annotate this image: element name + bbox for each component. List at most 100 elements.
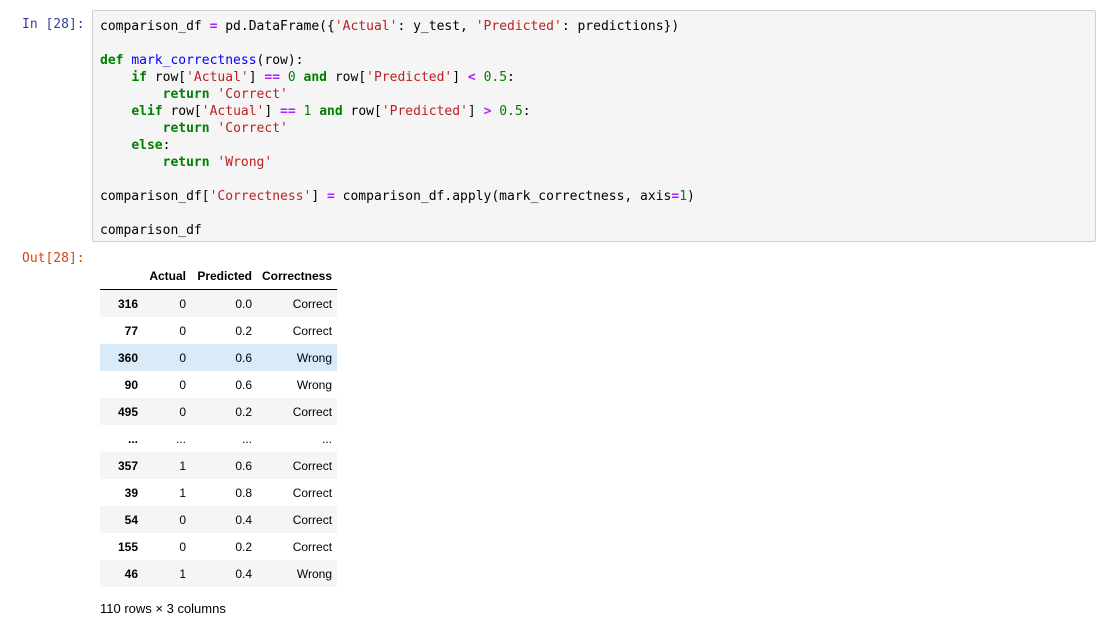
column-header-correctness: Correctness <box>257 262 338 290</box>
code-line: elif row['Actual'] == 1 and row['Predict… <box>100 103 1088 120</box>
table-cell: 0.6 <box>235 377 252 392</box>
table-cell: 0.2 <box>235 323 252 338</box>
code-token: else <box>131 138 163 153</box>
table-cell: 0 <box>179 404 186 419</box>
code-token <box>296 70 304 85</box>
code-token <box>100 104 131 119</box>
row-index: ... <box>127 431 138 446</box>
table-cell: 0.2 <box>235 404 252 419</box>
table-row: 46 1 0.4 Wrong <box>100 560 338 587</box>
table-cell: ... <box>175 431 186 446</box>
code-cell-editor[interactable]: comparison_df = pd.DataFrame({'Actual': … <box>92 10 1096 242</box>
code-token: row[ <box>327 70 367 85</box>
input-prompt: In [28]: <box>22 17 85 32</box>
code-token <box>100 70 131 85</box>
row-index: 90 <box>124 377 138 392</box>
code-token: 'Predicted' <box>366 70 453 85</box>
code-line: comparison_df = pd.DataFrame({'Actual': … <box>100 18 1088 35</box>
table-cell: 0.6 <box>235 350 252 365</box>
table-cell: Correct <box>292 404 333 419</box>
code-token: : predictions}) <box>561 19 680 34</box>
code-token: : y_test, <box>397 19 476 34</box>
code-token: < <box>467 70 476 85</box>
code-token: 'Correct' <box>217 87 288 102</box>
code-line: else: <box>100 137 1088 154</box>
row-index: 155 <box>117 539 138 554</box>
code-token <box>100 155 163 170</box>
code-token: if <box>131 70 147 85</box>
code-line: def mark_correctness(row): <box>100 52 1088 69</box>
code-token: : <box>507 70 515 85</box>
table-cell: Correct <box>292 458 333 473</box>
table-cell: 0.4 <box>235 566 252 581</box>
code-token: 'Correct' <box>217 121 288 136</box>
row-index: 495 <box>117 404 138 419</box>
table-row: 54 0 0.4 Correct <box>100 506 338 533</box>
code-token: and <box>303 70 328 85</box>
output-prompt: Out[28]: <box>22 251 85 266</box>
table-cell: 0 <box>179 512 186 527</box>
code-token <box>280 70 288 85</box>
code-token: pd.DataFrame({ <box>217 19 335 34</box>
code-token: return <box>162 155 210 170</box>
table-cell: 0.0 <box>235 296 252 311</box>
code-token: 'Actual' <box>186 70 249 85</box>
table-cell: 0 <box>179 539 186 554</box>
code-line: comparison_df['Correctness'] = compariso… <box>100 188 1088 205</box>
code-token: == <box>264 70 281 85</box>
table-cell: ... <box>241 431 252 446</box>
code-token: ] <box>452 70 468 85</box>
row-index: 316 <box>117 296 138 311</box>
code-token: : <box>522 104 531 119</box>
table-row: ............ <box>100 425 337 452</box>
code-token: return <box>162 87 210 102</box>
code-line <box>100 171 1088 188</box>
row-index: 360 <box>117 350 138 365</box>
code-token: 'Wrong' <box>217 155 273 170</box>
table-cell: 1 <box>179 566 186 581</box>
code-token: 'Predicted' <box>475 19 562 34</box>
code-text[interactable]: comparison_df = pd.DataFrame({'Actual': … <box>100 18 1088 239</box>
row-index: 46 <box>124 566 138 581</box>
code-line: comparison_df <box>100 222 1088 239</box>
row-index: 54 <box>124 512 138 527</box>
table-cell: Correct <box>292 512 333 527</box>
code-line: return 'Wrong' <box>100 154 1088 171</box>
table-cell: Wrong <box>296 566 333 581</box>
code-token: 1 <box>679 189 688 204</box>
code-token: > <box>483 104 492 119</box>
code-token: return <box>162 121 210 136</box>
code-token: 'Actual' <box>201 104 265 119</box>
code-line: return 'Correct' <box>100 120 1088 137</box>
code-token: comparison_df <box>100 223 202 238</box>
table-cell: 0 <box>179 323 186 338</box>
code-token: ) <box>687 189 695 204</box>
code-token: ] <box>248 70 265 85</box>
table-cell: 0.4 <box>235 512 252 527</box>
code-token: row[ <box>146 70 187 85</box>
table-header-row: Actual Predicted Correctness <box>100 262 338 290</box>
code-token: 0.5 <box>499 104 523 119</box>
table-cell: 0 <box>179 296 186 311</box>
code-token: 'Correctness' <box>209 189 312 204</box>
table-cell: 1 <box>179 485 186 500</box>
table-cell: Correct <box>292 485 333 500</box>
table-cell: Correct <box>292 323 333 338</box>
table-cell: 0 <box>179 350 186 365</box>
code-token <box>100 87 163 102</box>
code-token: == <box>280 104 296 119</box>
code-token: row[ <box>162 104 202 119</box>
code-token: 0.5 <box>483 70 508 85</box>
code-line: if row['Actual'] == 0 and row['Predicted… <box>100 69 1088 86</box>
code-token: def <box>100 53 124 68</box>
table-cell: 0.8 <box>235 485 252 500</box>
